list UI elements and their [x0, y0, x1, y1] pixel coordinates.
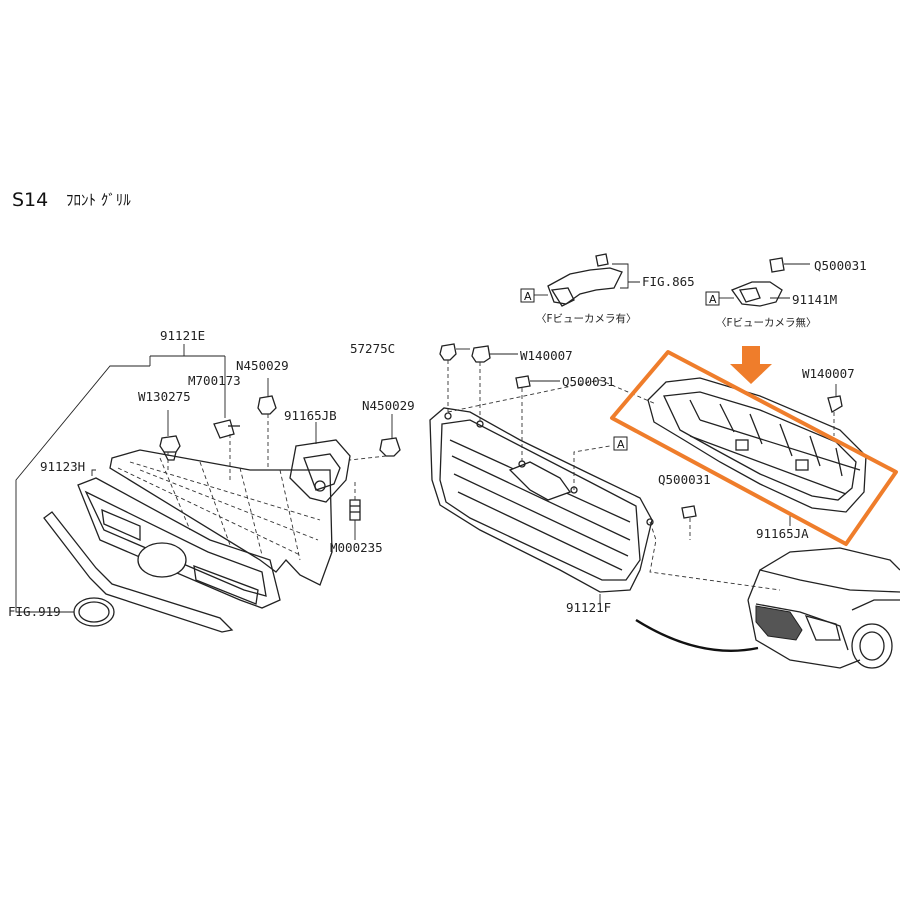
section-code: S14: [12, 189, 48, 211]
emblem-mount: [508, 461, 572, 501]
label-57275C: 57275C: [350, 341, 395, 356]
label-91123H: 91123H: [40, 459, 85, 474]
label-91141M: 91141M: [792, 292, 837, 307]
label-FIG919: FIG.919: [8, 604, 61, 619]
label-Q500031-c: Q500031: [658, 472, 711, 487]
bracket-91165JB: [289, 439, 351, 503]
label-FIG865: FIG.865: [642, 274, 695, 289]
label-N450029-a: N450029: [236, 358, 289, 373]
label-W140007-b: W140007: [802, 366, 855, 381]
highlight-arrow-icon: [730, 346, 772, 384]
label-M000235: M000235: [330, 540, 383, 555]
grille-assembly-91121E: [43, 449, 333, 633]
pointer-curve: [635, 618, 759, 652]
label-Q500031-a: Q500031: [562, 374, 615, 389]
highlight-box: [610, 350, 898, 546]
caption-without-camera: 〈Fビューカメラ無〉: [716, 316, 817, 329]
label-91121F: 91121F: [566, 600, 611, 615]
label-W130275: W130275: [138, 389, 191, 404]
inset-without-camera: A: [705, 257, 810, 307]
ref-mark-a-center-text: A: [617, 438, 625, 451]
inset-with-camera: A: [520, 253, 640, 307]
car-front-illustration: [747, 547, 900, 669]
left-leaders: [15, 344, 393, 613]
label-91165JB: 91165JB: [284, 408, 337, 423]
label-N450029-b: N450029: [362, 398, 415, 413]
fastener-W140007-b: [827, 395, 843, 413]
center-guides: [447, 348, 781, 604]
ref-mark-a-inset2: A: [709, 293, 717, 306]
ref-mark-a-center: [613, 436, 628, 451]
grille-91121F: [429, 407, 654, 593]
ref-mark-a-inset1: A: [524, 290, 532, 303]
label-91165JA: 91165JA: [756, 526, 809, 541]
label-Q500031-b: Q500031: [814, 258, 867, 273]
label-91121E: 91121E: [160, 328, 205, 343]
bracket-91165JA: [647, 377, 867, 513]
label-W140007-a: W140007: [520, 348, 573, 363]
label-M700173: M700173: [188, 373, 241, 388]
center-fasteners: [439, 343, 697, 519]
section-name: ﾌﾛﾝﾄ ｸﾞﾘﾙ: [66, 191, 131, 209]
emblem-shape: [137, 542, 187, 578]
left-fasteners: [159, 395, 401, 521]
caption-with-camera: 〈Fビューカメラ有〉: [536, 312, 637, 325]
